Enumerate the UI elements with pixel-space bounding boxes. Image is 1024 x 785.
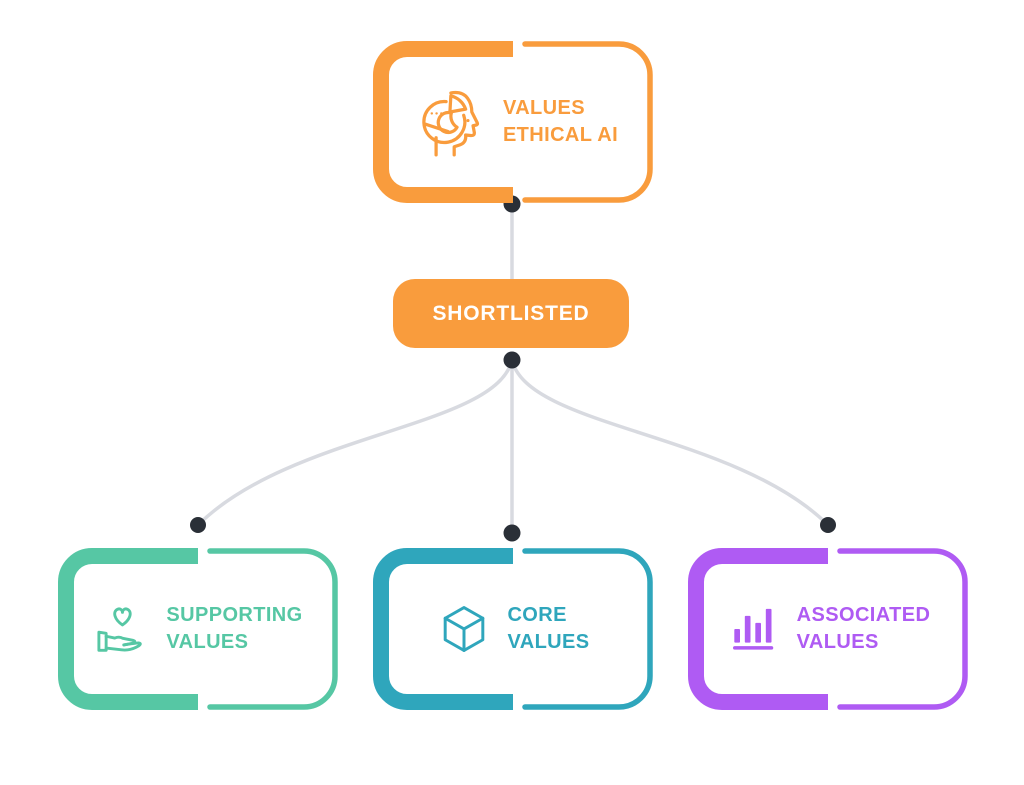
connector-shortlisted-to-supporting [196,359,514,527]
bar-chart-icon [726,601,782,657]
node-label-line-2: VALUES [507,631,590,653]
node-values-ethical-ai[interactable]: VALUES ETHICAL AI [373,41,653,203]
node-shortlisted[interactable]: SHORTLISTED [393,279,629,348]
frame-thick-bracket [373,548,513,710]
node-label-line-1: ASSOCIATED [796,604,931,626]
junction-dots [190,195,836,542]
junction-dot-associated [820,517,836,533]
node-core-values[interactable]: CORE VALUES [373,548,653,710]
node-label-line-1: CORE [507,604,567,626]
junction-dot-shortlisted [503,351,521,369]
node-label: CORE VALUES [507,602,589,656]
node-supporting-values[interactable]: SUPPORTING VALUES [58,548,338,710]
frame-thick-bracket [688,548,828,710]
connector-shortlisted-to-associated [510,359,830,527]
node-label-line-2: ETHICAL AI [502,124,619,146]
cube-icon [436,601,492,657]
node-label-line-1: VALUES [502,97,585,119]
node-label: VALUES ETHICAL AI [503,95,618,149]
node-label-line-2: VALUES [796,631,879,653]
node-label: ASSOCIATED VALUES [797,602,931,656]
frame-thick-bracket [58,548,198,710]
node-label-line-1: SUPPORTING [166,604,303,626]
node-label-line-2: VALUES [166,631,249,653]
frame-thick-bracket [373,41,513,203]
node-frame [58,548,338,710]
connector-lines [196,204,830,533]
junction-dot-core [503,524,521,542]
ai-head-icon [408,82,488,162]
frame-thin-bracket [837,548,968,710]
node-frame [688,548,968,710]
node-label: SUPPORTING VALUES [166,602,302,656]
node-frame [373,41,653,203]
frame-thin-bracket [522,41,653,203]
hand-heart-icon [93,600,151,658]
junction-dot-supporting [190,517,206,533]
node-frame [373,548,653,710]
node-associated-values[interactable]: ASSOCIATED VALUES [688,548,968,710]
shortlisted-label: SHORTLISTED [432,301,590,325]
frame-thin-bracket [522,548,653,710]
frame-thin-bracket [207,548,338,710]
